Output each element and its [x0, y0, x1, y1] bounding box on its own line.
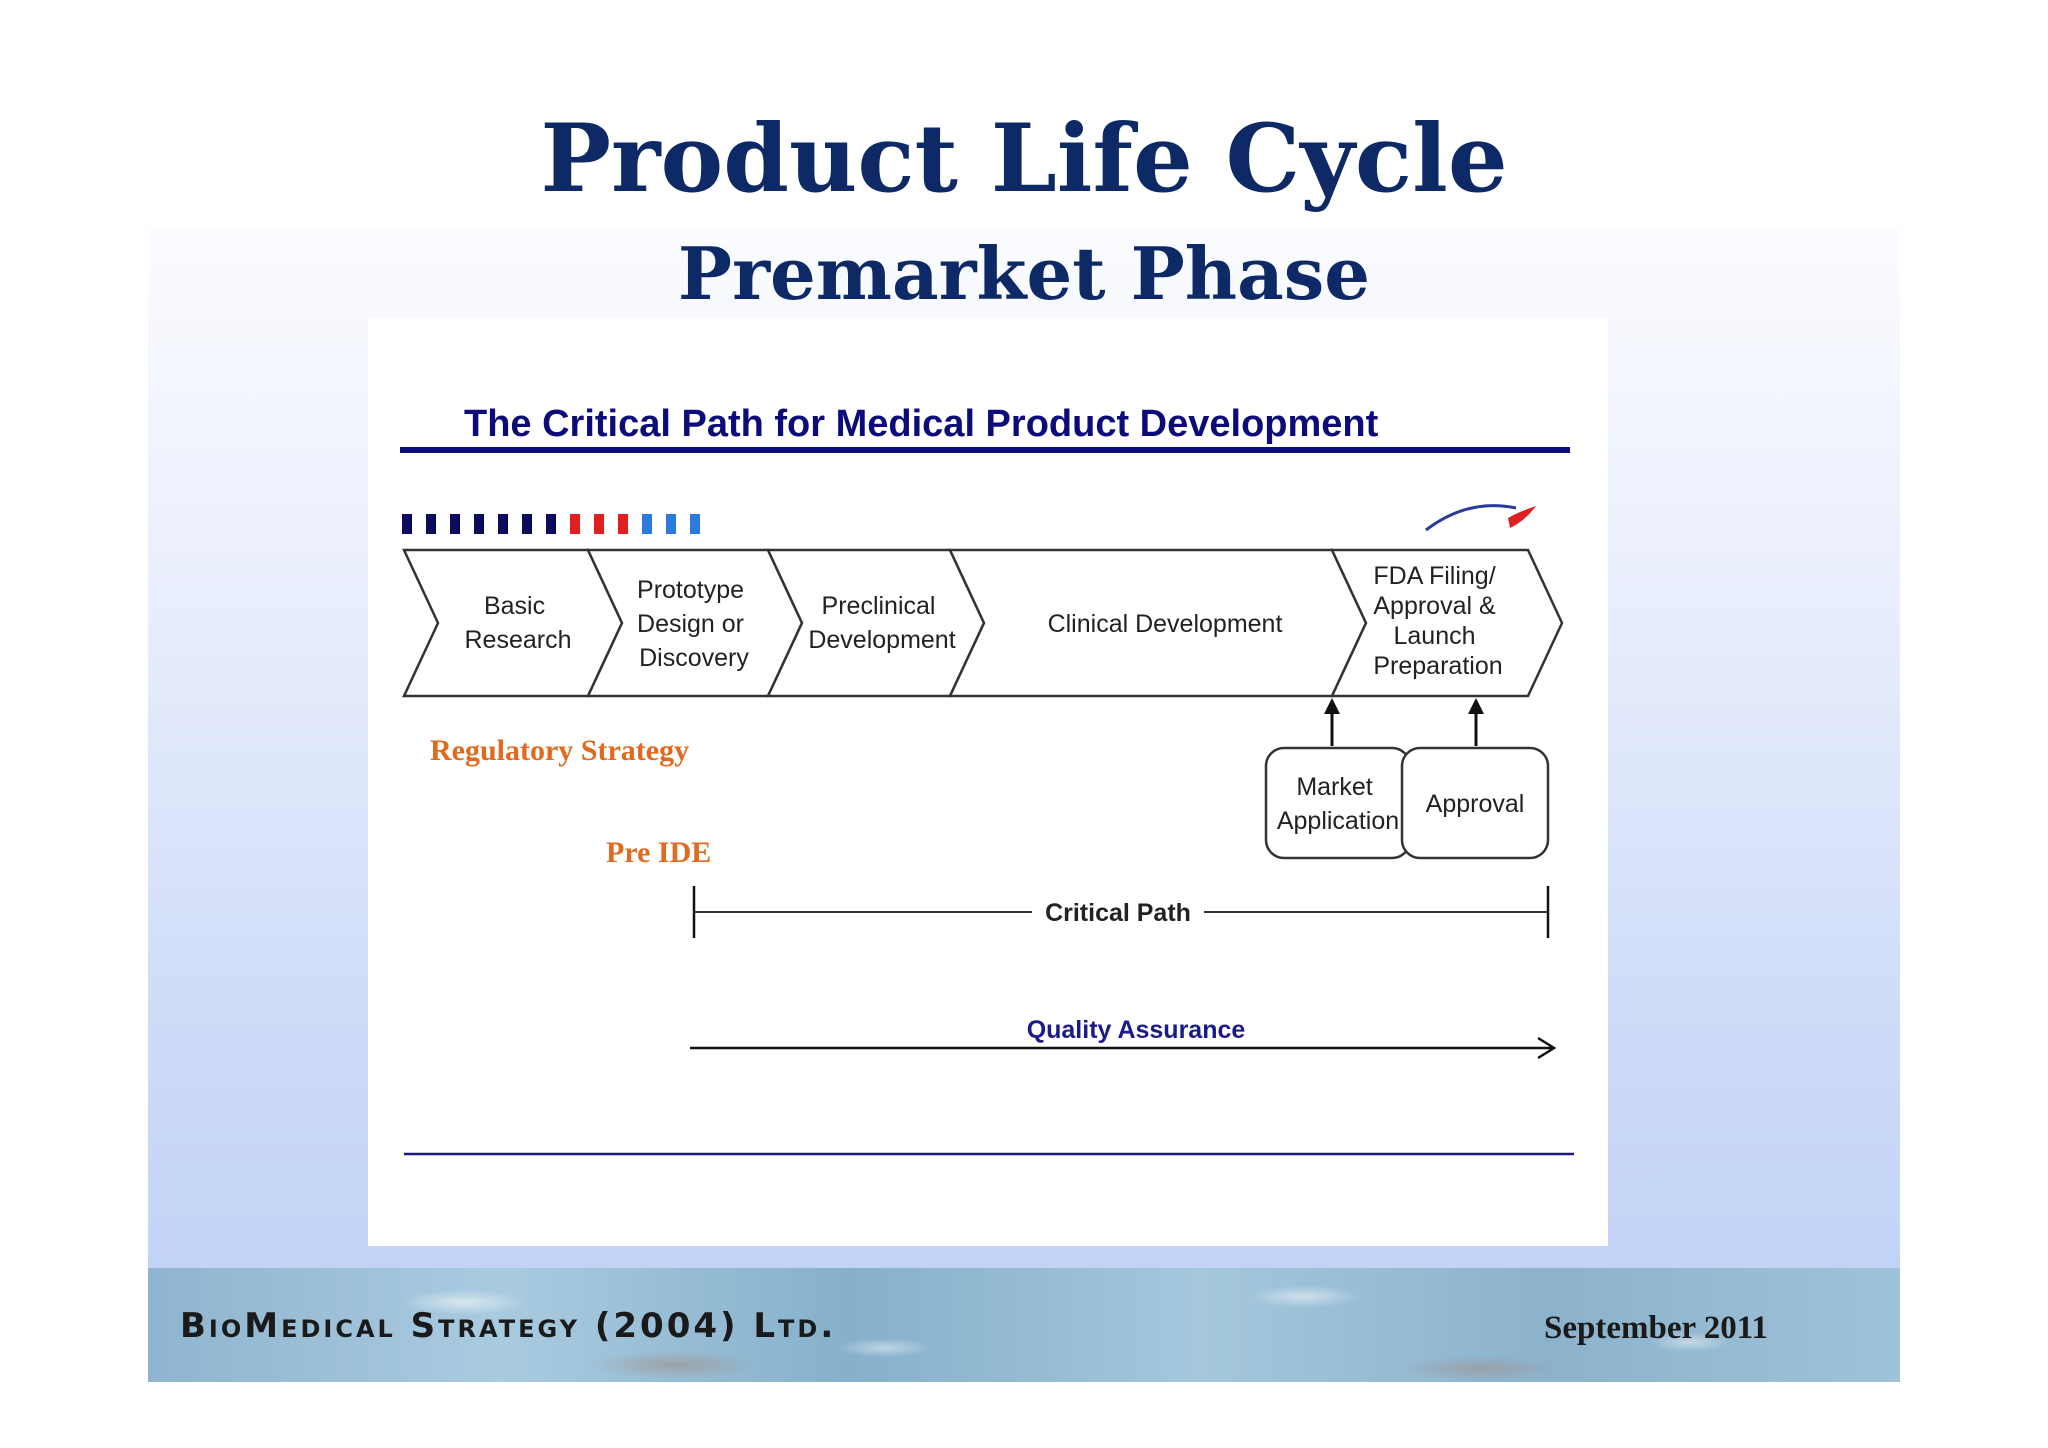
- fda-swoosh-icon: [1425, 504, 1536, 532]
- stage-label-clinical: Clinical Development: [1048, 610, 1283, 638]
- slide-subtitle: Premarket Phase: [677, 231, 1371, 316]
- market-application-arrow: [1324, 698, 1340, 746]
- stage-label-fda-filing: FDA Filing/ Approval & Launch Preparatio…: [1373, 562, 1502, 680]
- decorative-dash: [522, 514, 532, 534]
- decorative-dash: [450, 514, 460, 534]
- footer-band: [148, 1268, 1900, 1382]
- decorative-dash: [642, 514, 652, 534]
- stage-fda-filing: [1330, 548, 1564, 698]
- approval-label: Approval: [1426, 790, 1525, 818]
- slide-title: Product Life Cycle: [540, 104, 1508, 214]
- pre-ide-label: Pre IDE: [606, 836, 712, 869]
- decorative-dash: [546, 514, 556, 534]
- decorative-dash: [426, 514, 436, 534]
- market-application-box: [1264, 746, 1412, 860]
- decorative-dash: [594, 514, 604, 534]
- stage-label-preclinical: Preclinical Development: [808, 592, 955, 654]
- decorative-dash: [402, 514, 412, 534]
- decorative-dash: [666, 514, 676, 534]
- regulatory-strategy-label: Regulatory Strategy: [430, 734, 690, 767]
- stage-label-basic-research: Basic Research: [465, 592, 572, 654]
- quality-assurance-label: Quality Assurance: [1027, 1016, 1246, 1044]
- approval-box: [1400, 746, 1550, 860]
- decorative-dash: [618, 514, 628, 534]
- critical-path-label: Critical Path: [1045, 899, 1191, 927]
- critical-path-diagram: The Critical Path for Medical Product De…: [368, 318, 1608, 1246]
- decorative-dash: [690, 514, 700, 534]
- company-name: BioMedical Strategy (2004) Ltd.: [180, 1306, 837, 1346]
- stage-basic-research: [402, 548, 624, 698]
- diagram-heading: The Critical Path for Medical Product De…: [464, 403, 1379, 445]
- stage-label-prototype: Prototype Design or Discovery: [637, 576, 751, 672]
- decorative-dash: [570, 514, 580, 534]
- quality-assurance-arrow: [690, 1036, 1557, 1060]
- footer-date: September 2011: [1544, 1310, 1768, 1346]
- market-application-label: Market Application: [1277, 773, 1399, 835]
- decorative-dash: [474, 514, 484, 534]
- approval-arrow: [1468, 698, 1484, 746]
- decorative-dash: [498, 514, 508, 534]
- decorative-dash-row: [402, 514, 700, 534]
